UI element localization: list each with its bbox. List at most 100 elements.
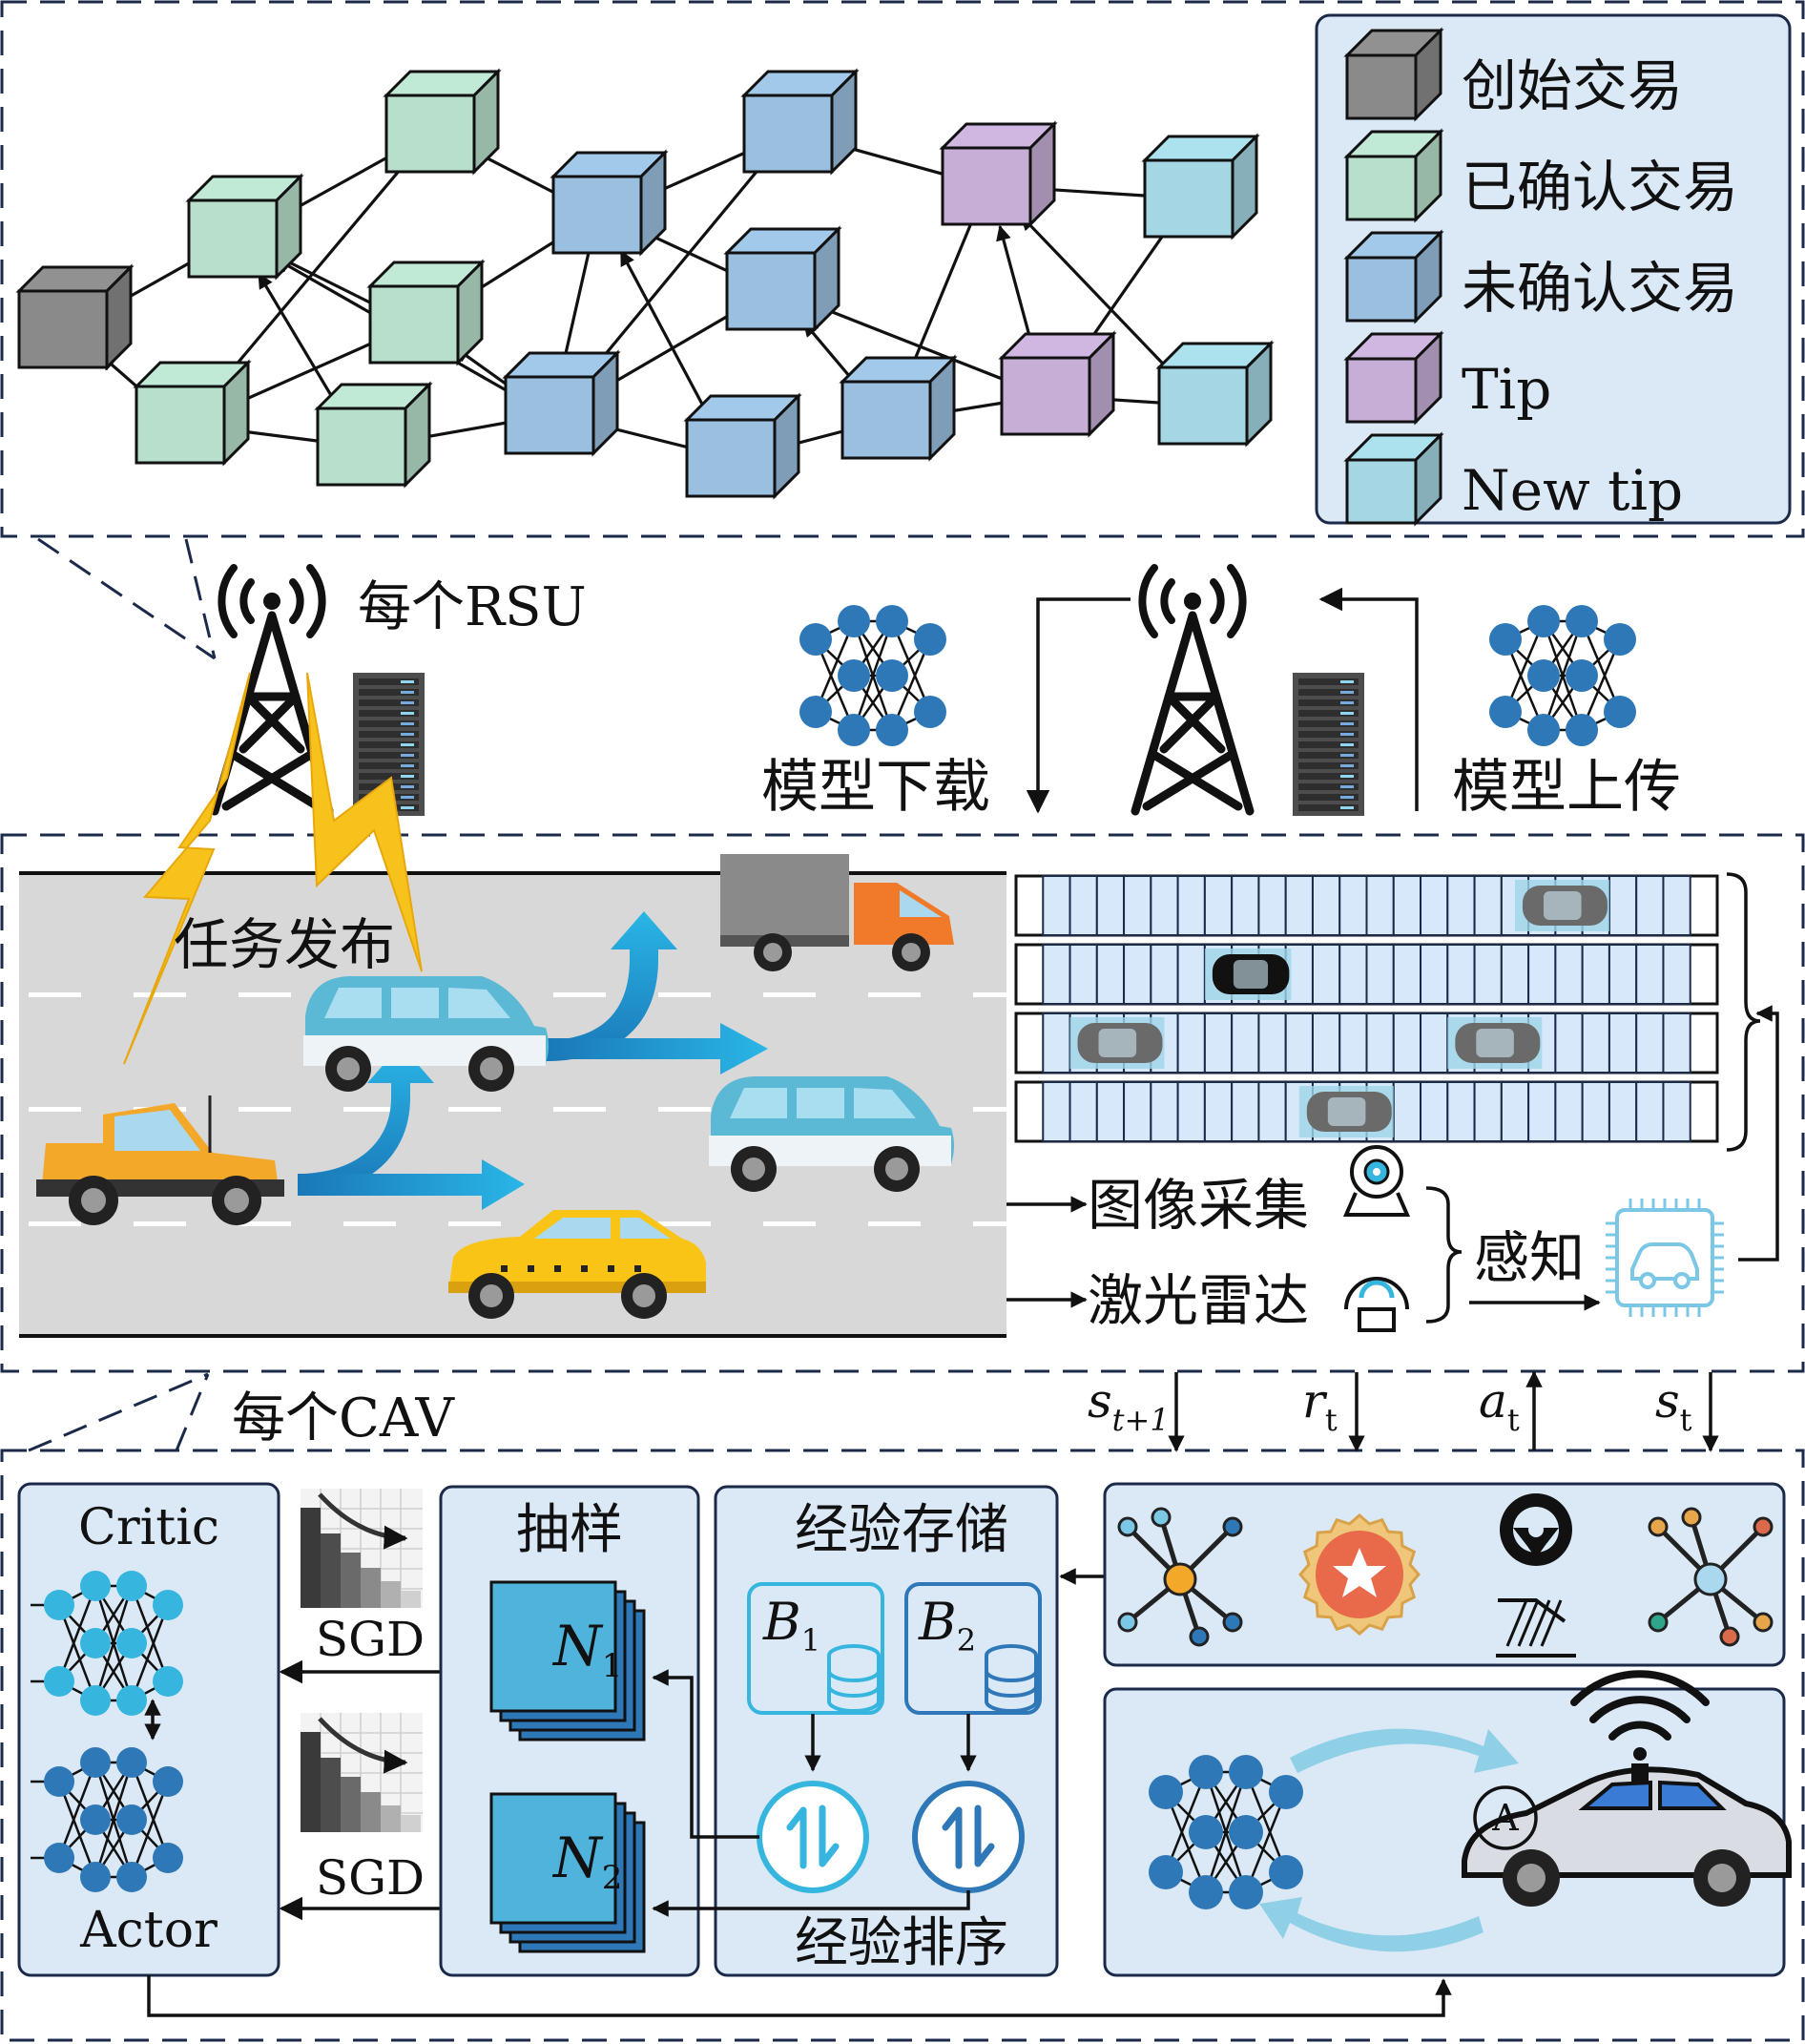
legend-label: 未确认交易 [1462, 256, 1738, 321]
reward-label: rt [1302, 1373, 1338, 1438]
cycle-arrow-icon [1259, 1897, 1483, 1952]
grid-feedback-arrow [1738, 1005, 1779, 1262]
loss-chart-icon [301, 1713, 423, 1832]
svg-text:B2: B2 [918, 1592, 976, 1658]
sampling-label: 抽样 [516, 1499, 623, 1561]
neuron [1566, 605, 1598, 637]
unconfirmed-block [740, 68, 860, 176]
zoom-line-rsu-right [184, 538, 217, 659]
road-scene: 任务发布 [19, 672, 1026, 1338]
tangle-blocks [15, 68, 1275, 500]
svg-text:B1: B1 [762, 1592, 820, 1658]
sample-batch-n1 [489, 1580, 646, 1742]
neuron [1149, 1775, 1183, 1809]
neuron [116, 1571, 147, 1601]
approval-edge [580, 132, 790, 385]
neural-network-icon [799, 605, 946, 746]
buffer-b2: B2 [904, 1582, 1042, 1715]
confirmed-block [133, 359, 252, 467]
sgd-top-label: SGD [316, 1612, 425, 1667]
pedal-icon [1496, 1598, 1576, 1658]
move-arrow-icon [298, 1045, 434, 1195]
autonomous-car-icon [1462, 1670, 1792, 1907]
neuron [153, 1766, 183, 1797]
legend-label: New tip [1462, 458, 1683, 523]
neuron [1489, 623, 1522, 656]
unconfirmed-block [550, 149, 669, 257]
neuron [1189, 1815, 1223, 1849]
critic-label: Critic [78, 1499, 219, 1556]
policy-network-icon [1149, 1755, 1303, 1909]
sensor-brace [1425, 1186, 1463, 1324]
car-top-view-icon [1298, 1086, 1394, 1137]
unconfirmed-block [502, 349, 621, 457]
neuron [116, 1804, 147, 1835]
neuron [1189, 1755, 1223, 1789]
next-state-graph-icon [1648, 1507, 1774, 1647]
neuron [116, 1628, 147, 1658]
neuron [914, 623, 946, 656]
neuron [44, 1843, 74, 1873]
upload-arrow [1318, 587, 1419, 811]
neuron [1229, 1815, 1263, 1849]
approval-edge [211, 132, 432, 394]
neuron [1189, 1875, 1223, 1909]
experience-sort-label: 经验排序 [795, 1912, 1008, 1974]
neuron [1269, 1855, 1303, 1889]
n1-label: N1 [551, 1614, 622, 1685]
confirmed-block [383, 68, 502, 176]
cav-frame [0, 1449, 1805, 2042]
neuron [80, 1862, 111, 1892]
truck-icon [720, 854, 954, 971]
state-graph-icon [1117, 1507, 1243, 1647]
loss-chart-icon [301, 1489, 423, 1608]
zoom-line-rsu-left [37, 537, 216, 660]
neuron [799, 623, 832, 656]
auto-mode-icon: A [1473, 1785, 1538, 1850]
neuron [876, 605, 908, 637]
tip-block [998, 330, 1117, 438]
unconfirmed-block [683, 392, 802, 500]
sort-to-n1-arrow [652, 1669, 759, 1839]
tip-block [939, 120, 1058, 228]
cycle-arrow-icon [1290, 1728, 1519, 1773]
confirmed-block [314, 381, 433, 489]
neuron [876, 659, 908, 692]
confirmed-block [366, 259, 486, 366]
lidar-icon [1344, 1277, 1409, 1332]
move-arrow-icon [298, 1159, 525, 1210]
legend-swatch [1343, 229, 1444, 324]
move-arrow-icon [546, 911, 677, 1061]
experience-storage-label: 经验存储 [795, 1499, 1008, 1561]
neuron [153, 1590, 183, 1620]
buffer-b1: B1 [747, 1582, 884, 1715]
action-label: at [1479, 1373, 1520, 1438]
rsu-left: 每个RSU [210, 564, 587, 816]
legend-swatch [1343, 27, 1444, 122]
steering-wheel-icon [1500, 1493, 1572, 1566]
server-rack-icon [1293, 673, 1364, 816]
model-download-label: 模型下载 [761, 754, 990, 821]
neuron [1604, 696, 1636, 728]
state-label: st [1655, 1373, 1692, 1438]
car-top-view-icon [1204, 949, 1292, 1000]
critic-network-icon [31, 1571, 183, 1716]
van-icon [303, 976, 549, 1092]
road-frame [0, 833, 1805, 1373]
neuron [1269, 1775, 1303, 1809]
database-icon [827, 1644, 881, 1713]
transition-panel [1103, 1482, 1786, 1667]
neuron [44, 1766, 74, 1797]
neuron [1527, 714, 1560, 746]
legend-label: Tip [1462, 357, 1551, 422]
lightning-icon [306, 672, 423, 972]
neuron [799, 696, 832, 728]
neuron [1527, 605, 1560, 637]
lidar-label: 激光雷达 [1088, 1268, 1309, 1333]
new-tip-block [1155, 340, 1275, 448]
zoom-line-cav-left [28, 1372, 209, 1452]
neuron [1566, 659, 1598, 692]
neuron [838, 659, 870, 692]
legend-label: 已确认交易 [1462, 155, 1738, 219]
